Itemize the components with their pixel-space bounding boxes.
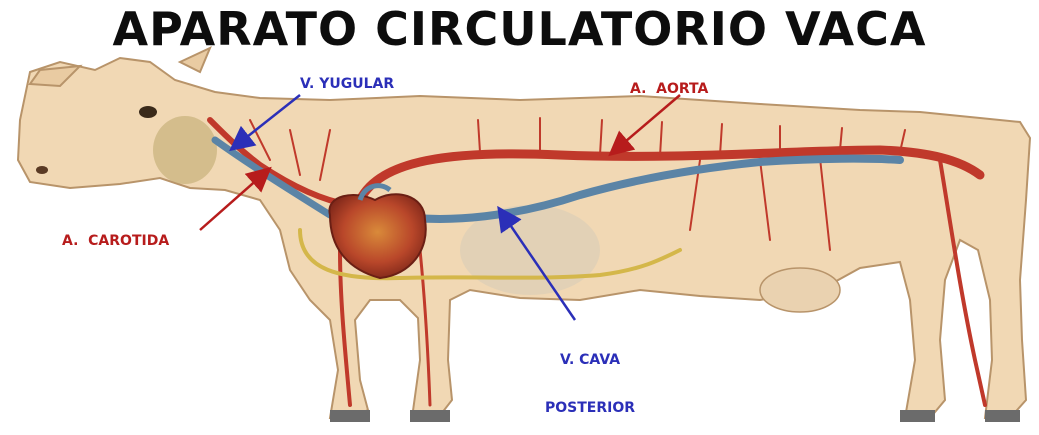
label-v-cava-line1: V. CAVA bbox=[540, 352, 640, 368]
label-v-cava-posterior: V. CAVA POSTERIOR bbox=[540, 320, 640, 432]
label-v-yugular: V. YUGULAR bbox=[300, 76, 394, 92]
cow-silhouette bbox=[18, 48, 1030, 422]
label-v-cava-line2: POSTERIOR bbox=[540, 400, 640, 416]
label-a-carotida: A. CAROTIDA bbox=[62, 233, 169, 249]
label-a-aorta: A. AORTA bbox=[630, 81, 708, 97]
